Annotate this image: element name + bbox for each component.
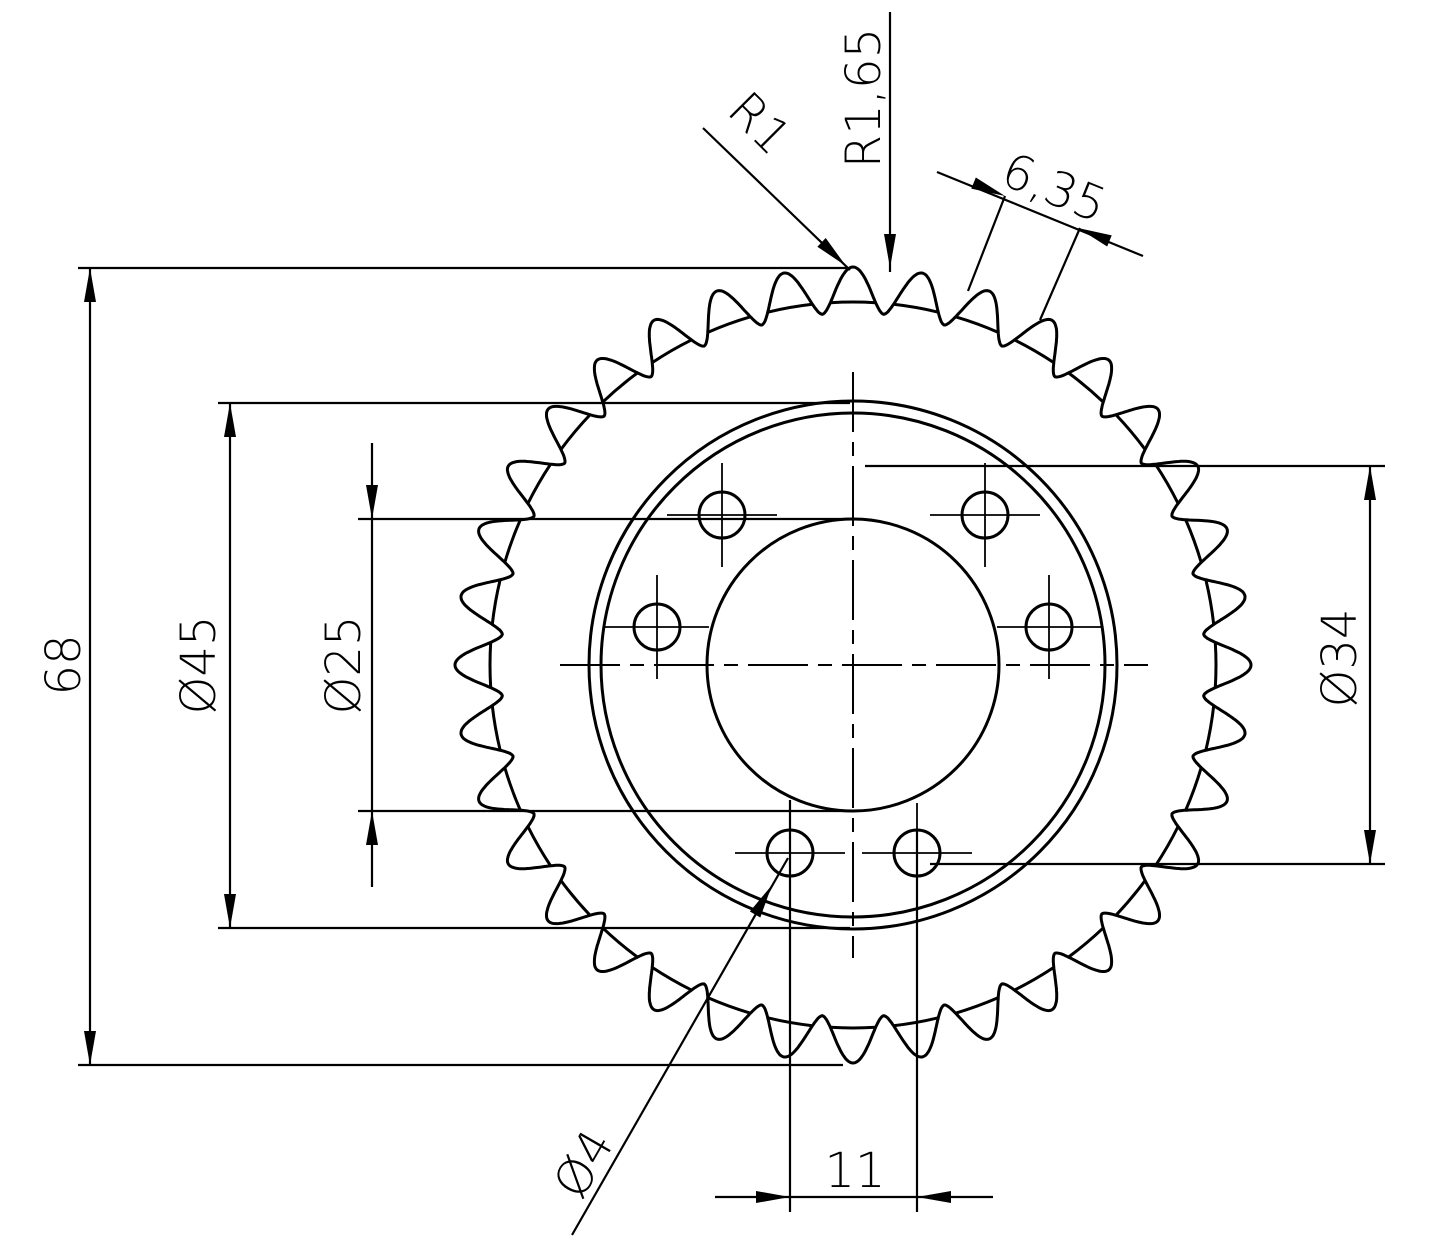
body-arc	[955, 996, 999, 1015]
body-arc	[526, 463, 552, 505]
body-arc	[488, 642, 493, 688]
arrowhead	[224, 403, 236, 437]
body-arc	[767, 302, 813, 314]
body-arc	[830, 1025, 876, 1030]
arrowhead	[1078, 228, 1112, 247]
arrowhead	[1364, 830, 1376, 864]
body-arc	[601, 371, 639, 404]
body-arc	[1013, 966, 1055, 992]
arrowhead	[817, 238, 846, 266]
arrowhead	[224, 894, 236, 928]
arrowhead	[366, 485, 378, 519]
body-arc	[1154, 463, 1180, 505]
arrowhead	[366, 811, 378, 845]
body-arc	[651, 966, 693, 992]
body-arc	[955, 315, 999, 334]
body-arc	[503, 519, 522, 563]
arrowhead	[749, 885, 772, 918]
body-arc	[1213, 642, 1218, 688]
body-arc	[707, 315, 751, 334]
dim-root-radius: R1,65	[836, 12, 892, 272]
arrowhead	[84, 268, 96, 302]
center-lines	[560, 372, 1148, 958]
body-arc	[503, 767, 522, 811]
body-arc	[893, 302, 939, 314]
dimensions: 68 Ø45 Ø25 Ø34 11	[36, 12, 1385, 1236]
dim-bore-diameter: Ø25	[316, 443, 850, 887]
body-arc	[1154, 825, 1180, 867]
body-arc	[490, 705, 502, 751]
body-arc	[1067, 926, 1105, 959]
arrowhead	[917, 1191, 951, 1203]
dim-flange-diameter: Ø45	[171, 401, 850, 930]
body-arc	[559, 879, 592, 917]
bolt-hole	[997, 575, 1101, 679]
sprocket-body-circle	[488, 300, 1218, 1030]
arrowhead	[971, 177, 1005, 196]
body-arc	[1204, 705, 1216, 751]
body-arc	[490, 579, 502, 625]
body-arc	[1184, 519, 1203, 563]
body-arc	[651, 338, 693, 364]
body-arc	[1114, 879, 1147, 917]
dim-34-label: Ø34	[1312, 609, 1368, 708]
body-arc	[830, 300, 876, 305]
body-arc	[1204, 579, 1216, 625]
bolt-hole	[605, 575, 709, 679]
dim-11-label: 11	[824, 1143, 885, 1199]
dim-pitch: 6,35	[936, 142, 1144, 321]
dim-45-label: Ø45	[171, 616, 227, 715]
dim-outer-diameter: 68	[36, 266, 848, 1067]
dim-25-label: Ø25	[316, 616, 372, 715]
sprocket-teeth-profile	[453, 265, 1253, 1065]
dim-4-label: Ø4	[543, 1120, 626, 1207]
dim-r165-label: R1,65	[836, 28, 892, 168]
arrowhead	[84, 1031, 96, 1065]
bolt-hole	[667, 463, 777, 567]
dim-hole-diameter: Ø4	[543, 857, 789, 1236]
arrowhead	[884, 234, 896, 268]
dimension-arrows	[84, 177, 1376, 1203]
arrowhead	[1364, 466, 1376, 500]
body-arc	[526, 825, 552, 867]
body-arc	[601, 926, 639, 959]
arrowhead	[756, 1191, 790, 1203]
body-arc	[1184, 767, 1203, 811]
bolt-hole	[930, 463, 1040, 567]
body-arc	[707, 996, 751, 1015]
dim-68-label: 68	[36, 634, 92, 695]
dim-bolt-circle: Ø34	[865, 464, 1385, 866]
body-arc	[1013, 338, 1055, 364]
body-arc	[559, 413, 592, 451]
body-arc	[1067, 371, 1105, 404]
body-arc	[1114, 413, 1147, 451]
